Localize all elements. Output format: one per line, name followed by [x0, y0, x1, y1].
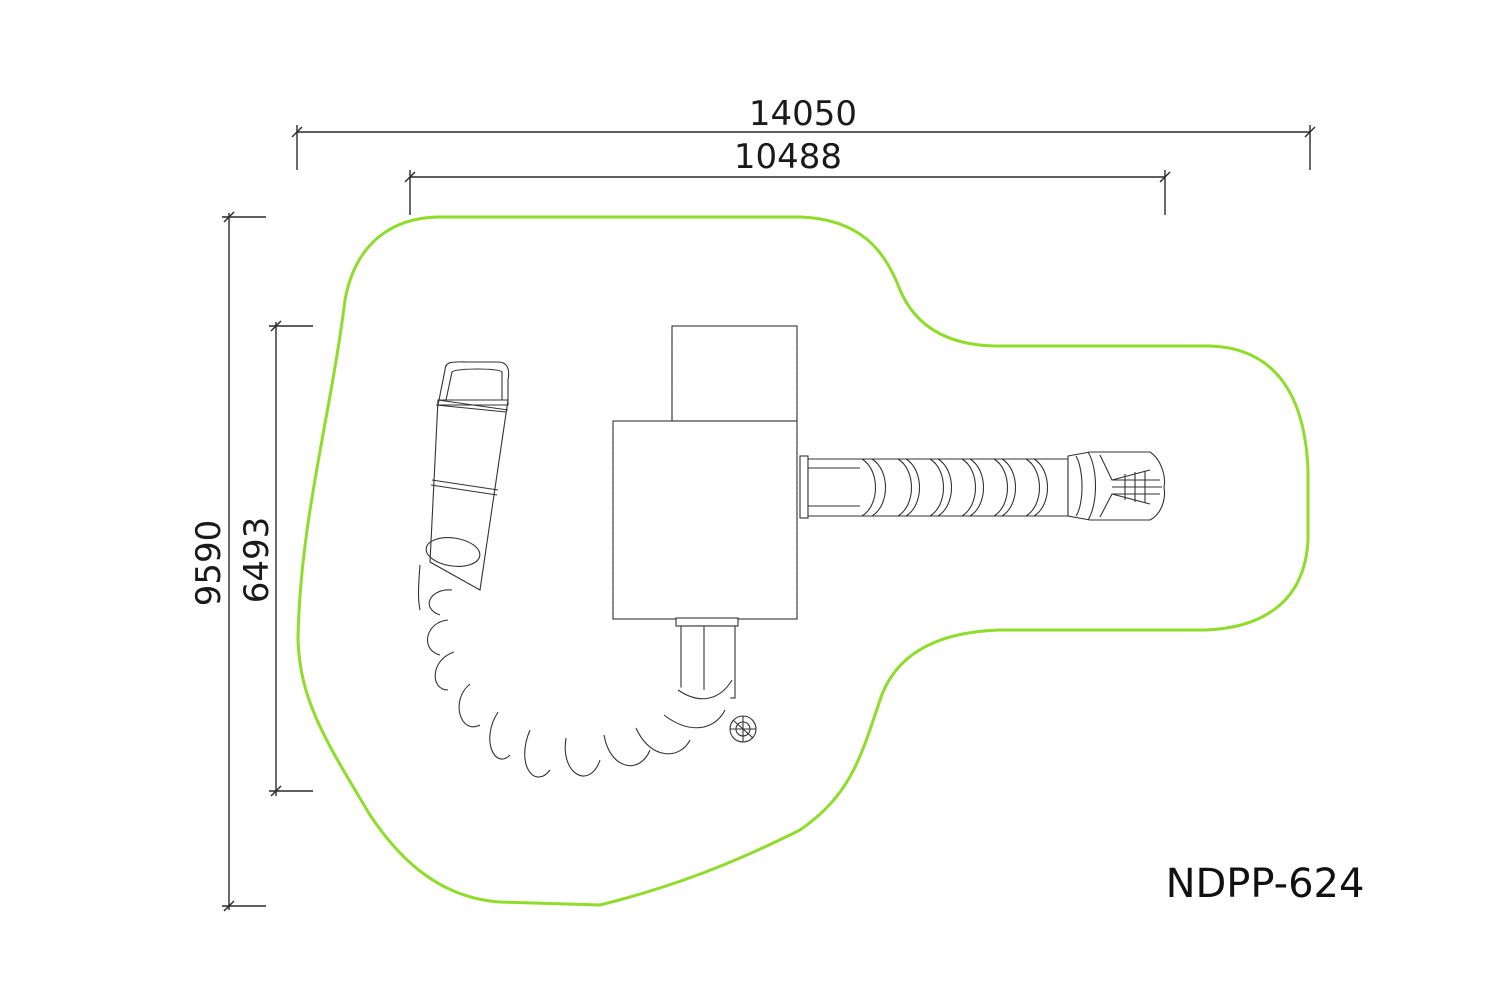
dimension-structure-depth: 6493 [237, 320, 313, 797]
curved-tube-slide [410, 550, 733, 797]
overall-width-label: 14050 [749, 94, 857, 134]
overall-depth-label: 9590 [189, 520, 229, 607]
structure-depth-label: 6493 [237, 517, 277, 604]
tube-slide-exit [1067, 451, 1166, 521]
tower-main-deck [612, 420, 798, 620]
dimension-structure-width: 10488 [404, 137, 1171, 215]
tube-slide-right [799, 455, 1069, 519]
slide-chute-bottom [675, 617, 739, 699]
structure-width-label: 10488 [734, 137, 842, 177]
dimension-overall-depth: 9590 [189, 211, 266, 912]
model-code: NDPP-624 [1166, 861, 1365, 907]
steering-wheel-icon [729, 715, 757, 743]
tower-upper-platform [671, 325, 798, 422]
dimension-overall-width: 14050 [291, 94, 1316, 170]
safety-zone-outline [296, 215, 1310, 907]
vertical-tube-slide [417, 361, 510, 611]
